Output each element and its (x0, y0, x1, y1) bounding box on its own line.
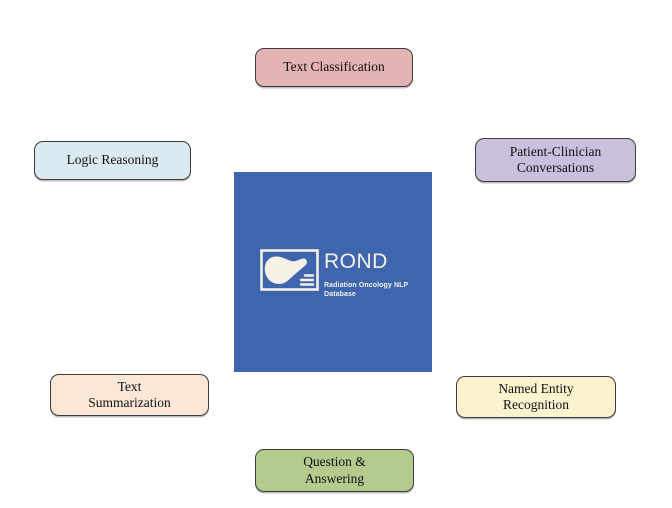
node-label: Text Classification (283, 59, 385, 75)
node-label: Logic Reasoning (66, 152, 159, 168)
node-text-classification: Text Classification (255, 48, 413, 87)
rond-acronym: ROND (324, 250, 388, 273)
rond-logo-card: ROND Radiation Oncology NLP Database (234, 172, 432, 372)
rond-logo-text: ROND Radiation Oncology NLP Database (324, 249, 410, 299)
rond-subtitle: Radiation Oncology NLP Database (324, 282, 409, 299)
rond-logo-row: ROND Radiation Oncology NLP Database (260, 249, 410, 299)
node-text-summarization: Text Summarization (50, 374, 209, 416)
node-named-entity-recognition: Named Entity Recognition (456, 376, 616, 418)
node-label: Text (117, 378, 142, 394)
node-label: Summarization (88, 395, 171, 410)
node-question-answering: Question & Answering (255, 449, 414, 492)
liver-document-icon (260, 249, 319, 291)
node-logic-reasoning: Logic Reasoning (34, 141, 191, 180)
node-label: Recognition (503, 397, 569, 412)
node-label: Named Entity (498, 380, 574, 396)
node-label: Question & (303, 454, 366, 470)
node-label: Answering (304, 470, 365, 486)
node-patient-clinician-conversations: Patient-Clinician Conversations (475, 138, 636, 182)
node-label: Conversations (516, 160, 595, 175)
node-label: Patient-Clinician (509, 143, 602, 159)
